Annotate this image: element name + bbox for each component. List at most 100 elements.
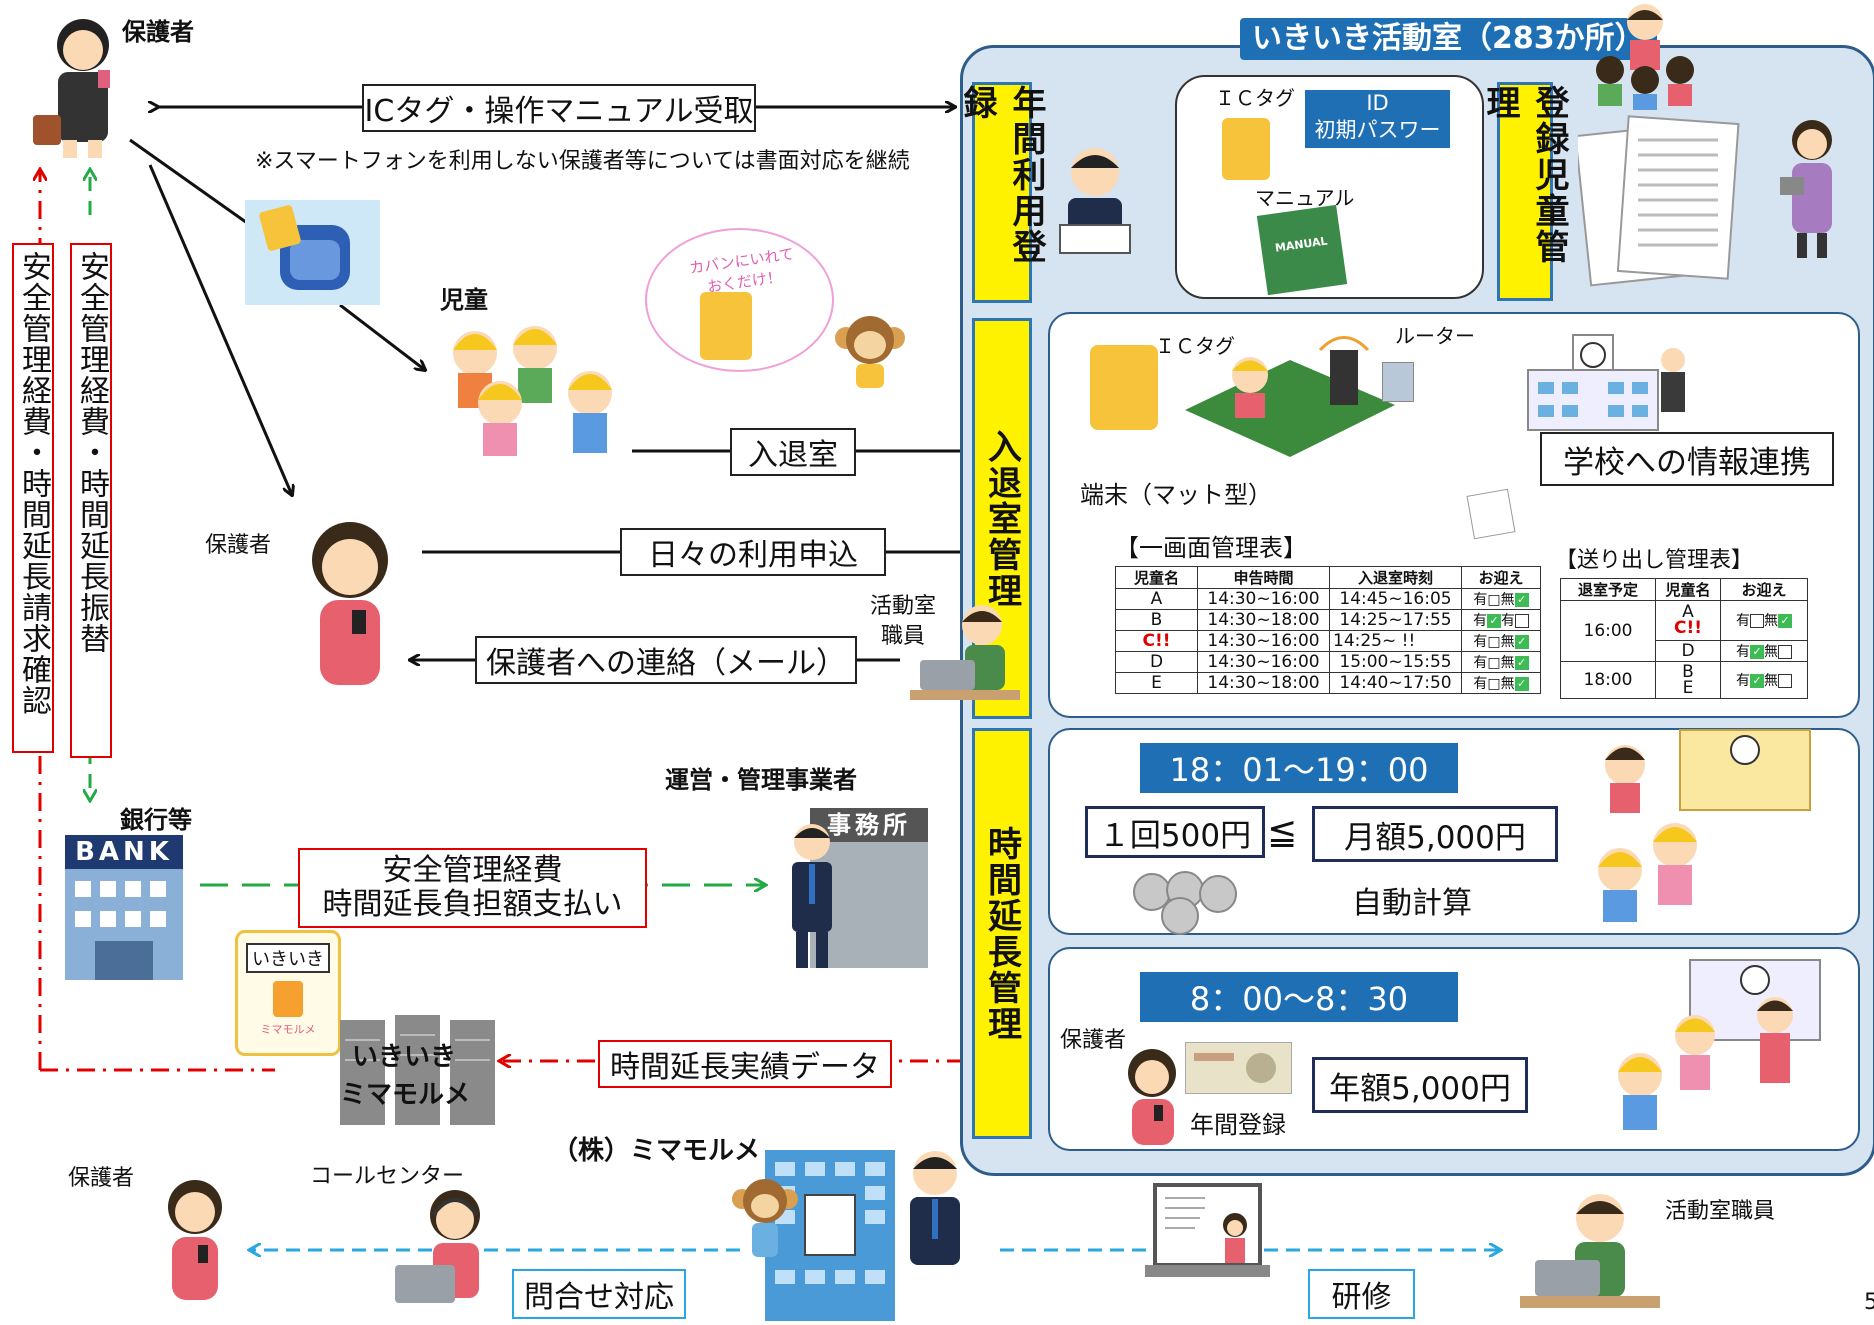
empty-box-icon — [1750, 614, 1764, 629]
office-sign: 事務所 — [810, 808, 928, 842]
leq-symbol: ≦ — [1267, 812, 1298, 853]
guardian-ext-label: 保護者 — [1060, 1028, 1127, 1053]
cell-time: 18:00 — [1560, 661, 1656, 699]
table2-header: 退室予定 — [1560, 578, 1656, 601]
table1-header: 申告時間 — [1197, 566, 1330, 589]
per-visit-fee: １回500円 — [1085, 806, 1265, 858]
auto-calc-label: 自動計算 — [1352, 886, 1472, 921]
ic-tag-icon — [1222, 118, 1270, 180]
ic-receive-label: ICタグ・操作マニュアル受取 — [362, 84, 756, 132]
empty-box-icon — [1778, 644, 1792, 659]
school-building — [1518, 330, 1698, 435]
cell-name-alert: C!! — [1115, 630, 1198, 652]
guardian-bottom-figure — [160, 1175, 230, 1300]
manual-cover-text: MANUAL — [1274, 234, 1329, 255]
ic-tag-bubble-icon — [700, 292, 752, 360]
guardian-mid-figure — [300, 515, 400, 685]
router-device — [1382, 362, 1414, 402]
sendoff-title: 【送り出し管理表】 — [1555, 548, 1754, 573]
company-monkey-mascot — [730, 1175, 800, 1260]
ext-time-morning: 8：00～8：30 — [1140, 972, 1458, 1022]
ic-tag-icon-2 — [1090, 345, 1158, 430]
check-icon: ✓ — [1514, 677, 1529, 691]
server-label-2: ミマモルメ — [340, 1080, 471, 1110]
school-link-label: 学校への情報連携 — [1540, 432, 1834, 486]
terminal-label: 端末（マット型） — [1080, 481, 1272, 509]
green-vertical-label: 安全管理経費・時間延長振替 — [70, 243, 112, 758]
cell-pickup: 有□無✓ — [1461, 588, 1541, 610]
cell-name: A — [1115, 588, 1198, 610]
cell-declared: 14:30~18:00 — [1197, 609, 1330, 631]
bank-building: BANK — [65, 835, 183, 980]
guardian-bottom-label: 保護者 — [68, 1166, 135, 1191]
cell-actual-alert: 14:25~ !! — [1329, 630, 1462, 652]
cell-pickup: 有無✓ — [1720, 600, 1808, 641]
registration-staff-figure — [1050, 140, 1140, 255]
annual-fee: 年額5,000円 — [1312, 1057, 1528, 1113]
contact-mail-label: 保護者への連絡（メール） — [475, 636, 857, 684]
children-top-right — [1590, 0, 1700, 110]
cell-actual: 14:25~17:55 — [1329, 609, 1462, 631]
cell-name: E — [1115, 672, 1198, 694]
cell-declared: 14:30~16:00 — [1197, 630, 1330, 652]
operator-label: 運営・管理事業者 — [665, 766, 857, 794]
guardian-ext-figure — [1120, 1045, 1185, 1145]
cell-pickup: 有✓無 — [1720, 639, 1808, 663]
table2-header: お迎え — [1720, 578, 1808, 601]
backpack-image — [245, 200, 380, 305]
check-icon: ✓ — [1514, 635, 1529, 649]
cell-names: D — [1655, 639, 1721, 663]
page-number: 5 — [1864, 1290, 1874, 1315]
check-icon: ✓ — [1778, 614, 1792, 629]
payment-label-box: 安全管理経費 時間延長負担額支払い — [298, 848, 647, 928]
manual-label: マニュアル — [1255, 186, 1355, 210]
inquiry-label: 問合せ対応 — [512, 1269, 686, 1319]
ext-data-label: 時間延長実績データ — [598, 1040, 892, 1088]
staff-bottom-figure — [1520, 1190, 1660, 1310]
cell-pickup: 有□無✓ — [1461, 651, 1541, 673]
check-icon: ✓ — [1514, 656, 1529, 670]
table-row: B 14:30~18:00 14:25~17:55 有✓有 — [1115, 609, 1541, 631]
id-box: ID 初期パスワード — [1305, 90, 1450, 169]
section-registry: 登録児童管理 — [1480, 82, 1569, 301]
table-row: E 14:30~18:00 14:40~17:50 有□無✓ — [1115, 672, 1541, 694]
bank-sign: BANK — [65, 835, 183, 869]
table-row: D 14:30~16:00 15:00~15:55 有□無✓ — [1115, 651, 1541, 673]
activity-room-title: いきいき活動室（283か所） — [1240, 18, 1657, 60]
table1-header-row: 児童名 申告時間 入退室時刻 お迎え — [1115, 566, 1541, 589]
company-label: （株）ミマモルメ — [552, 1136, 761, 1166]
table1-header: 児童名 — [1115, 566, 1198, 589]
cell-pickup: 有□無✓ — [1461, 672, 1541, 694]
table-row: C!! 14:30~16:00 14:25~ !! 有□無✓ — [1115, 630, 1541, 652]
bank-label: 銀行等 — [120, 806, 192, 834]
payment-label-1: 安全管理経費 — [382, 853, 563, 888]
mat-terminal — [1180, 335, 1400, 460]
ikiiki-sign: いきいき ミマモルメ — [235, 930, 341, 1056]
guardian-top-label: 保護者 — [122, 18, 194, 46]
daily-application-label: 日々の利用申込 — [620, 528, 886, 576]
entry-label: 入退室 — [730, 428, 856, 476]
mimamorume-small-label: ミマモルメ — [260, 1023, 316, 1036]
ikiiki-sign-tag — [273, 981, 303, 1017]
check-icon: ✓ — [1487, 614, 1501, 628]
server-label-1: いきいき — [352, 1042, 457, 1072]
cell-time: 16:00 — [1560, 600, 1656, 662]
cell-name: D — [1115, 651, 1198, 673]
annual-reg-label: 年間登録 — [1190, 1111, 1286, 1139]
router-label: ルーター — [1395, 324, 1475, 348]
registry-papers — [1574, 110, 1758, 290]
cell-declared: 14:30~18:00 — [1197, 672, 1330, 694]
cell-declared: 14:30~16:00 — [1197, 651, 1330, 673]
training-label: 研修 — [1308, 1269, 1415, 1319]
manual-book: MANUAL — [1256, 204, 1348, 296]
ic-tag-label-2: ＩＣタグ — [1155, 334, 1235, 358]
registry-staff-figure — [1780, 115, 1845, 260]
table1-header: お迎え — [1461, 566, 1541, 589]
banknote-image — [1185, 1042, 1292, 1094]
guardian-top-figure — [28, 10, 138, 160]
